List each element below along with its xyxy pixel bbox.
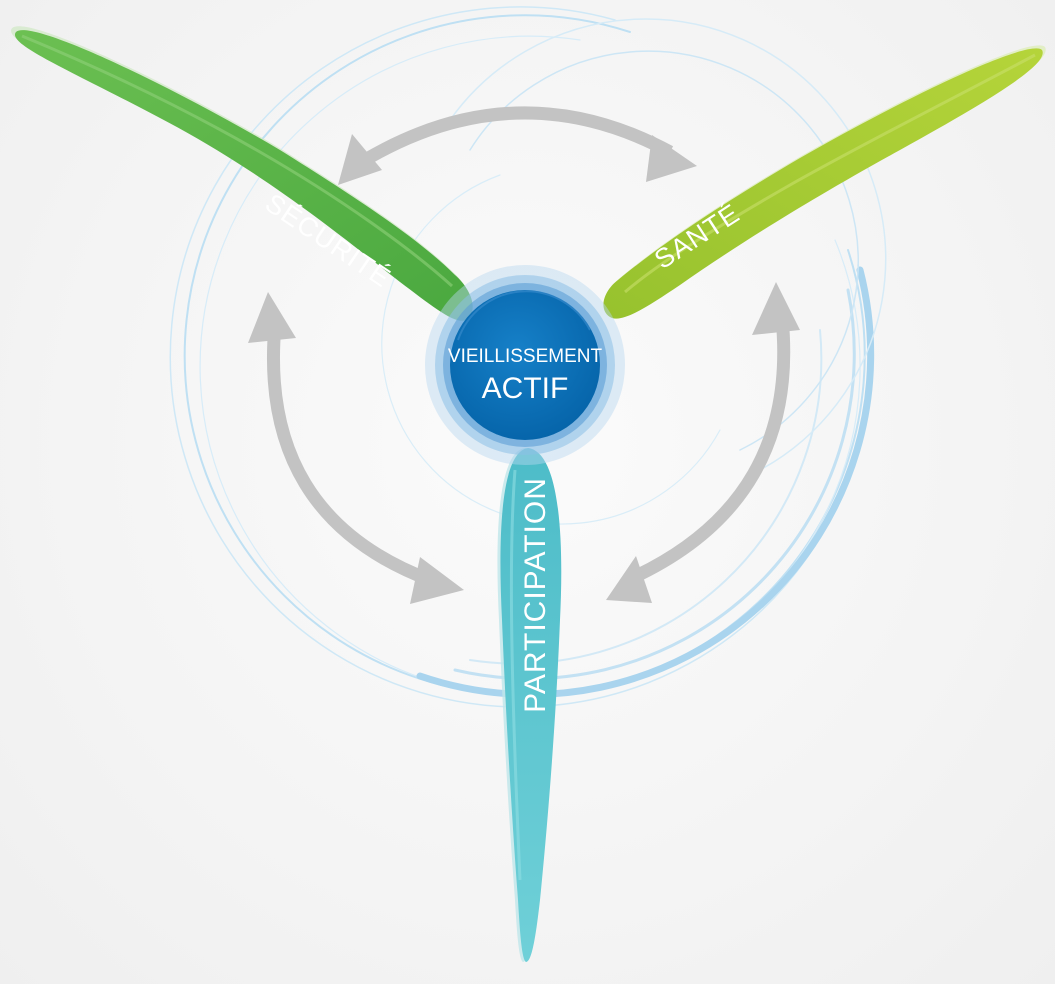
double-headed-arrows [248, 106, 800, 604]
hub-line2: ACTIF [482, 372, 569, 405]
blade-securite [11, 26, 473, 321]
hub: VIEILLISSEMENT ACTIF [425, 265, 625, 465]
label-participation: PARTICIPATION [519, 477, 552, 713]
hub-line1: VIEILLISSEMENT [448, 346, 603, 367]
arrow-securite-participation-icon [248, 292, 464, 604]
arrow-sante-participation-icon [606, 282, 800, 603]
arrow-securite-sante-icon [338, 106, 697, 185]
blade-participation [497, 448, 562, 962]
blade-sante [603, 45, 1046, 319]
